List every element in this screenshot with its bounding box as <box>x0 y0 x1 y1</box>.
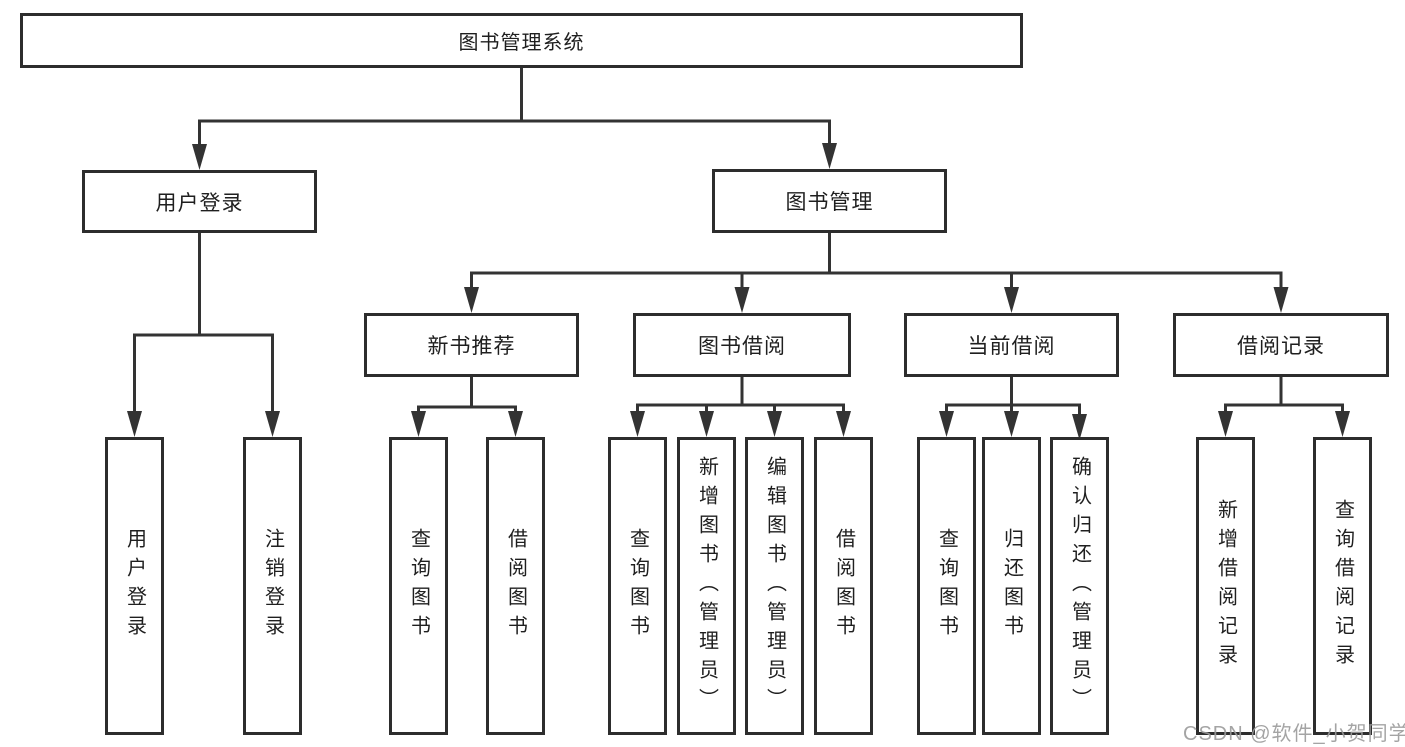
leaf-search-books-recommend: 查询图书 <box>389 437 448 735</box>
leaf-label: 注销登录 <box>261 528 284 644</box>
leaf-logout: 注销登录 <box>243 437 302 735</box>
leaf-label: 借阅图书 <box>504 528 527 644</box>
leaf-label: 确认归还（管理员） <box>1068 455 1091 717</box>
node-book-management: 图书管理 <box>712 169 947 233</box>
leaf-search-books-borrowing: 查询图书 <box>608 437 667 735</box>
leaf-borrow-books: 借阅图书 <box>814 437 873 735</box>
leaf-label: 用户登录 <box>123 528 146 644</box>
leaf-label: 新增图书（管理员） <box>695 455 718 717</box>
node-user-login: 用户登录 <box>82 170 317 233</box>
leaf-confirm-return-admin: 确认归还（管理员） <box>1050 437 1109 735</box>
leaf-borrow-books-recommend: 借阅图书 <box>486 437 545 735</box>
node-current-borrowing: 当前借阅 <box>904 313 1119 377</box>
leaf-label: 编辑图书（管理员） <box>763 455 786 717</box>
node-new-book-recommendation: 新书推荐 <box>364 313 579 377</box>
node-borrowing-records: 借阅记录 <box>1173 313 1389 377</box>
leaf-add-borrow-record: 新增借阅记录 <box>1196 437 1255 735</box>
node-label: 图书借阅 <box>698 335 786 358</box>
leaf-label: 查询图书 <box>407 528 430 644</box>
node-label: 图书管理 <box>785 191 874 214</box>
leaf-label: 归还图书 <box>1000 528 1023 644</box>
leaf-label: 查询图书 <box>626 528 649 644</box>
leaf-add-books-admin: 新增图书（管理员） <box>677 437 736 735</box>
leaf-search-borrow-record: 查询借阅记录 <box>1313 437 1372 735</box>
node-library-management-system: 图书管理系统 <box>20 13 1023 68</box>
node-label: 借阅记录 <box>1237 335 1325 358</box>
csdn-watermark: CSDN @软件_小贺同学 <box>1183 723 1405 745</box>
node-label: 图书管理系统 <box>458 32 585 54</box>
leaf-user-login: 用户登录 <box>105 437 164 735</box>
leaf-label: 查询借阅记录 <box>1331 499 1354 673</box>
leaf-return-books: 归还图书 <box>982 437 1041 735</box>
leaf-edit-books-admin: 编辑图书（管理员） <box>745 437 804 735</box>
node-label: 新书推荐 <box>427 335 516 358</box>
node-label: 用户登录 <box>155 191 244 215</box>
node-label: 当前借阅 <box>967 335 1056 358</box>
leaf-search-books-current: 查询图书 <box>917 437 976 735</box>
node-book-borrowing: 图书借阅 <box>633 313 851 377</box>
leaf-label: 借阅图书 <box>832 528 855 644</box>
leaf-label: 新增借阅记录 <box>1214 499 1237 673</box>
leaf-label: 查询图书 <box>935 528 958 644</box>
